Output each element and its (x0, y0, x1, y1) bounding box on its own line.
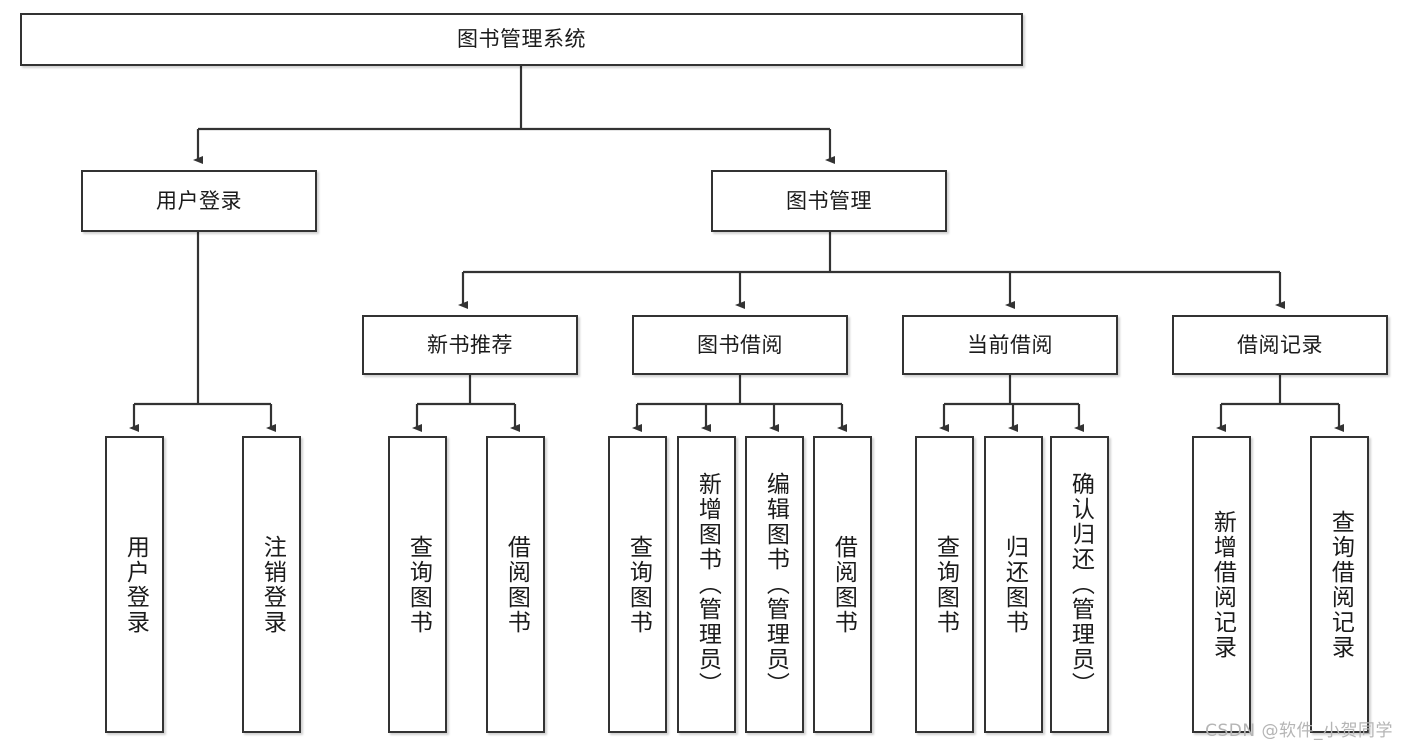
leaf-confirm-return-label: 确认归还（管理员） (1067, 472, 1094, 697)
leaf-add-record[interactable]: 新增借阅记录 (1192, 436, 1251, 733)
node-root[interactable]: 图书管理系统 (20, 13, 1023, 66)
leaf-logout-label: 注销登录 (259, 534, 286, 635)
node-book-management-label: 图书管理 (786, 188, 872, 213)
leaf-query-book-2[interactable]: 查询图书 (608, 436, 667, 733)
node-borrow-record[interactable]: 借阅记录 (1172, 315, 1388, 375)
leaf-borrow-book-1[interactable]: 借阅图书 (486, 436, 545, 733)
node-new-book-recommend[interactable]: 新书推荐 (362, 315, 578, 375)
leaf-logout[interactable]: 注销登录 (242, 436, 301, 733)
leaf-edit-book-label: 编辑图书（管理员） (762, 472, 789, 697)
leaf-edit-book[interactable]: 编辑图书（管理员） (745, 436, 804, 733)
node-user-login-label: 用户登录 (156, 188, 242, 213)
node-current-borrow[interactable]: 当前借阅 (902, 315, 1118, 375)
leaf-query-record-label: 查询借阅记录 (1327, 509, 1354, 660)
leaf-add-record-label: 新增借阅记录 (1209, 509, 1236, 660)
node-user-login[interactable]: 用户登录 (81, 170, 317, 232)
node-current-borrow-label: 当前借阅 (967, 332, 1053, 357)
node-book-borrow[interactable]: 图书借阅 (632, 315, 848, 375)
leaf-return-book[interactable]: 归还图书 (984, 436, 1043, 733)
leaf-user-login[interactable]: 用户登录 (105, 436, 164, 733)
watermark-text: CSDN @软件_小贺同学 (1205, 721, 1393, 741)
leaf-borrow-book-1-label: 借阅图书 (503, 534, 530, 635)
leaf-user-login-label: 用户登录 (122, 534, 149, 635)
node-new-book-recommend-label: 新书推荐 (427, 332, 513, 357)
node-borrow-record-label: 借阅记录 (1237, 332, 1323, 357)
leaf-query-book-3[interactable]: 查询图书 (915, 436, 974, 733)
leaf-add-book-label: 新增图书（管理员） (694, 472, 721, 697)
leaf-query-book-2-label: 查询图书 (625, 534, 652, 635)
leaf-borrow-book-2-label: 借阅图书 (830, 534, 857, 635)
node-root-label: 图书管理系统 (457, 27, 586, 52)
leaf-query-book-1-label: 查询图书 (405, 534, 432, 635)
leaf-confirm-return[interactable]: 确认归还（管理员） (1050, 436, 1109, 733)
leaf-return-book-label: 归还图书 (1001, 534, 1028, 635)
leaf-borrow-book-2[interactable]: 借阅图书 (813, 436, 872, 733)
leaf-add-book[interactable]: 新增图书（管理员） (677, 436, 736, 733)
node-book-management[interactable]: 图书管理 (711, 170, 947, 232)
leaf-query-book-1[interactable]: 查询图书 (388, 436, 447, 733)
leaf-query-book-3-label: 查询图书 (932, 534, 959, 635)
leaf-query-record[interactable]: 查询借阅记录 (1310, 436, 1369, 733)
node-book-borrow-label: 图书借阅 (697, 332, 783, 357)
